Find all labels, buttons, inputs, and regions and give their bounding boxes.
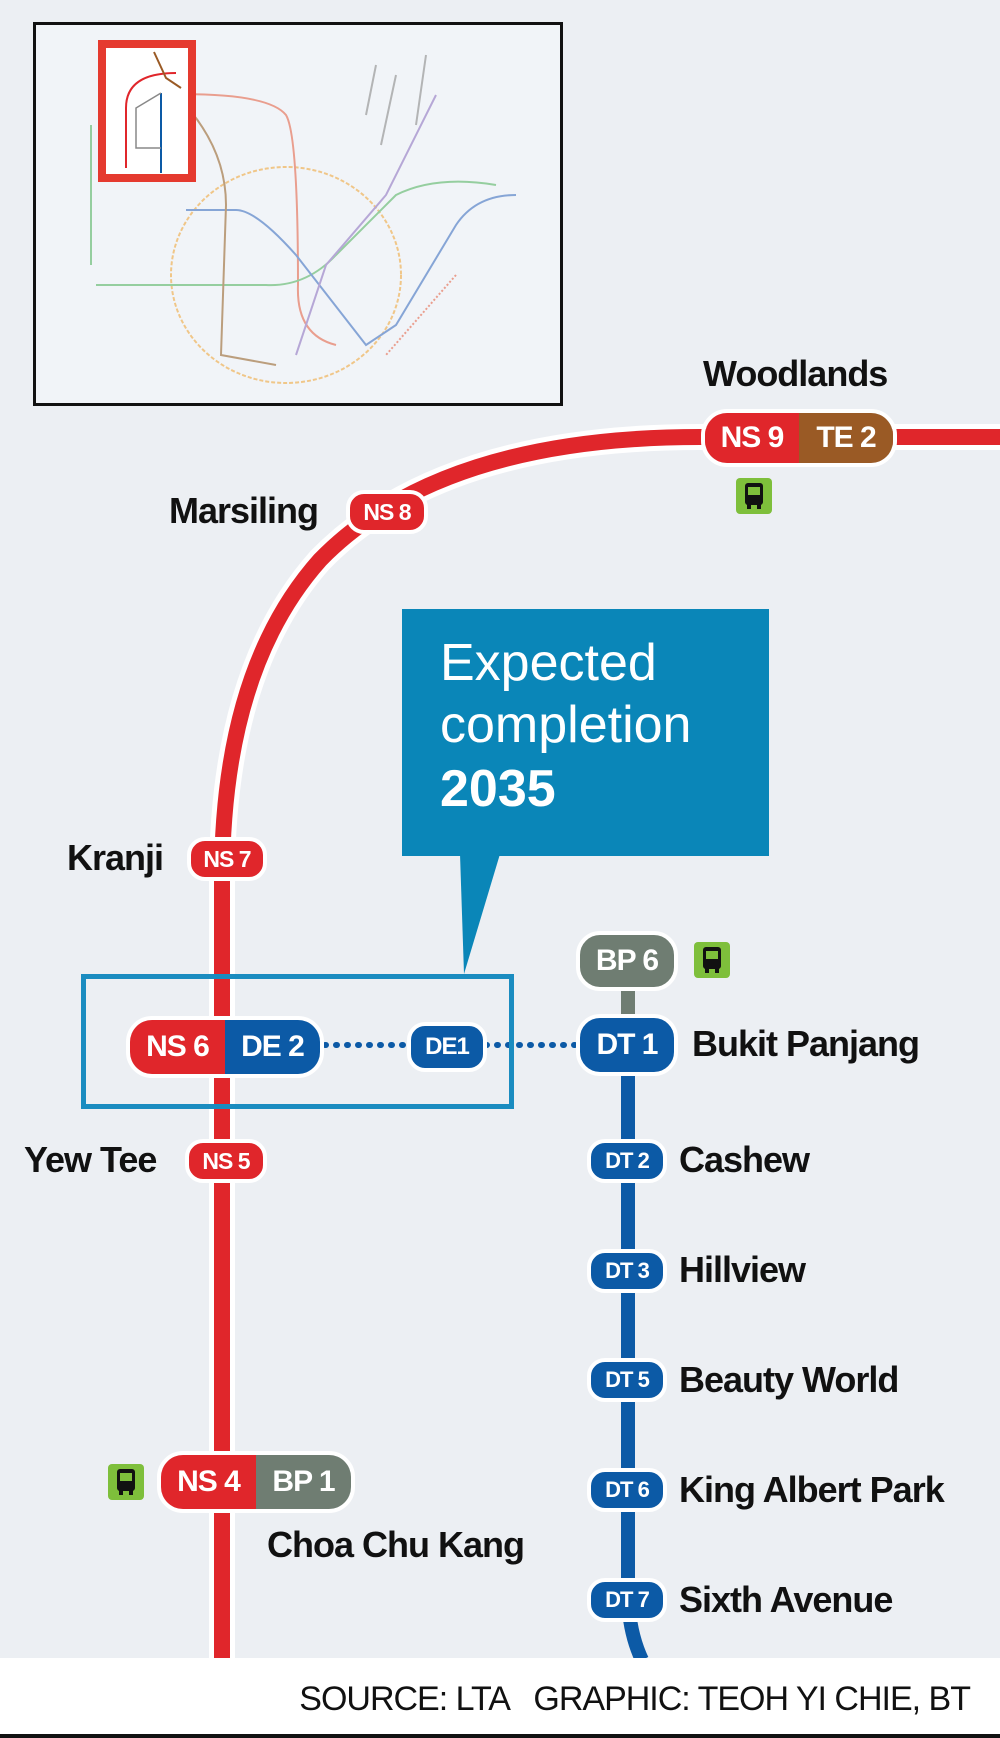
station-name-bukit-panjang: Bukit Panjang [692, 1023, 920, 1064]
station-name-choa-chu-kang: Choa Chu Kang [267, 1524, 525, 1565]
station-badge-hillview[interactable]: DT 3 [587, 1249, 667, 1293]
north-south-line [214, 429, 1000, 1660]
bus-icon [108, 1464, 144, 1500]
station-badge-de1[interactable]: DE1 [407, 1022, 487, 1072]
code-de2: DE 2 [225, 1020, 320, 1074]
station-badge-choa-chu-kang[interactable]: NS 4 BP 1 [157, 1451, 355, 1513]
overview-inset-map [33, 22, 563, 406]
station-badge-marsiling[interactable]: NS 8 [346, 490, 428, 534]
code-ns8: NS 8 [363, 498, 411, 525]
station-name-beauty-world: Beauty World [679, 1359, 899, 1400]
code-bp6: BP 6 [595, 944, 659, 977]
station-name-sixth-avenue: Sixth Avenue [679, 1579, 893, 1620]
inset-highlight-frame [98, 40, 196, 182]
callout-line1: Expected [440, 634, 657, 692]
code-dt3: DT 3 [605, 1258, 650, 1283]
code-ns4: NS 4 [161, 1455, 256, 1509]
station-name-yew-tee: Yew Tee [24, 1139, 157, 1180]
station-badge-cashew[interactable]: DT 2 [587, 1139, 667, 1183]
station-name-king-albert-park: King Albert Park [679, 1469, 945, 1510]
bus-icon [736, 478, 772, 514]
code-te2: TE 2 [799, 413, 893, 463]
station-name-cashew: Cashew [679, 1139, 810, 1180]
code-dt7: DT 7 [605, 1587, 650, 1612]
station-badge-ns6-de2[interactable]: NS 6 DE 2 [126, 1016, 324, 1078]
code-dt1: DT 1 [596, 1028, 658, 1061]
footer: SOURCE: LTA GRAPHIC: TEOH YI CHIE, BT [0, 1658, 1000, 1738]
new-station-highlight-box [81, 974, 514, 1109]
station-badge-yew-tee[interactable]: NS 5 [185, 1139, 267, 1183]
code-ns5: NS 5 [202, 1147, 250, 1174]
code-ns7: NS 7 [203, 845, 251, 872]
completion-callout: Expected completion 2035 [402, 609, 769, 856]
station-badge-king-albert-park[interactable]: DT 6 [587, 1468, 667, 1512]
callout-pointer [460, 854, 500, 974]
code-de1: DE1 [425, 1033, 470, 1060]
station-name-marsiling: Marsiling [169, 490, 319, 531]
station-name-hillview: Hillview [679, 1249, 806, 1290]
callout-line2: completion [440, 696, 692, 754]
station-badge-dt1[interactable]: DT 1 [576, 1014, 678, 1076]
inset-detail-graphic [125, 51, 182, 173]
station-badge-kranji[interactable]: NS 7 [187, 837, 267, 881]
station-name-kranji: Kranji [67, 837, 164, 878]
station-badge-woodlands[interactable]: NS 9 TE 2 [701, 409, 897, 467]
station-badge-beauty-world[interactable]: DT 5 [587, 1358, 667, 1402]
code-dt2: DT 2 [605, 1148, 650, 1173]
bus-icon [694, 942, 730, 978]
callout-year: 2035 [440, 760, 556, 818]
code-bp1: BP 1 [256, 1455, 351, 1509]
code-ns9: NS 9 [705, 413, 799, 463]
station-badge-sixth-avenue[interactable]: DT 7 [587, 1578, 667, 1622]
code-dt5: DT 5 [605, 1367, 650, 1392]
code-dt6: DT 6 [605, 1477, 650, 1502]
station-badge-bp6[interactable]: BP 6 [576, 931, 678, 991]
source-credit: SOURCE: LTA GRAPHIC: TEOH YI CHIE, BT [299, 1680, 971, 1718]
code-ns6: NS 6 [130, 1020, 225, 1074]
station-name-woodlands: Woodlands [703, 353, 888, 394]
